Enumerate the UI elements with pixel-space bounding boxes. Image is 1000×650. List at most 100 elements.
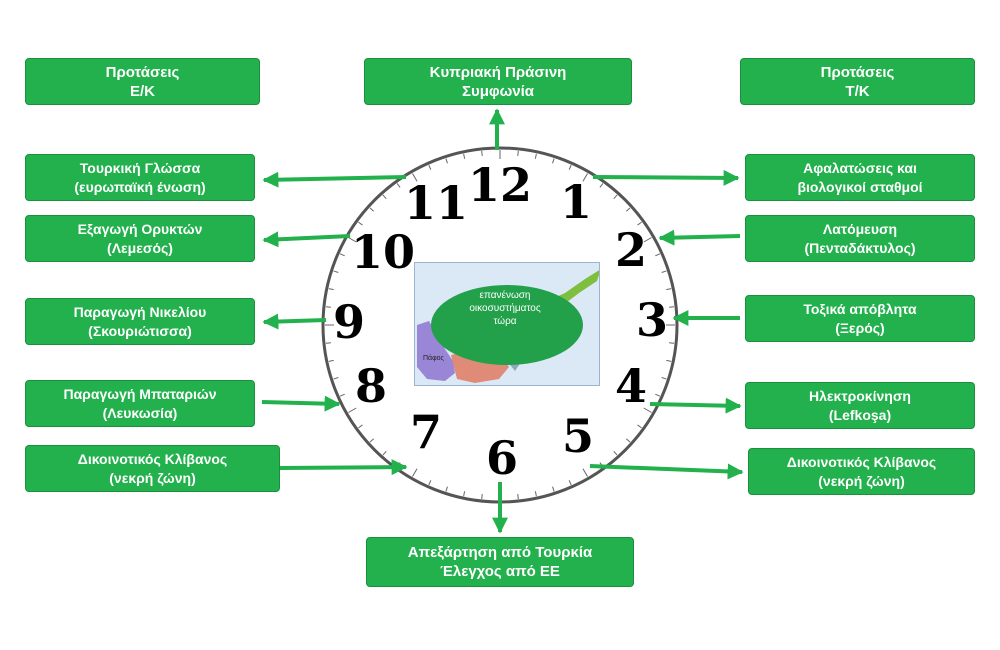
left-item-2: Εξαγωγή Ορυκτών (Λεμεσός) bbox=[25, 215, 255, 262]
map-place-label: Πάφος bbox=[423, 355, 444, 362]
clock-number-10: 10 bbox=[350, 225, 416, 279]
clock-tick bbox=[582, 173, 588, 182]
clock-tick bbox=[333, 270, 339, 273]
arrow-left-5 bbox=[279, 459, 408, 476]
map-caption: επανένωση οικοσυστήματος τώρα bbox=[443, 289, 567, 328]
header-gc-line1: Προτάσεις bbox=[105, 63, 180, 81]
clock-tick bbox=[463, 153, 466, 159]
bottom-box-line1: Απεξάρτηση από Τουρκία bbox=[407, 544, 593, 561]
bottom-box-line2: Έλεγχος από ΕΕ bbox=[440, 563, 560, 580]
clock-tick bbox=[666, 288, 672, 291]
arrow-left-1 bbox=[262, 171, 407, 188]
header-tc-proposals: Προτάσεις Τ/Κ bbox=[740, 58, 975, 105]
clock-tick bbox=[643, 407, 652, 413]
bottom-box: Απεξάρτηση από Τουρκία Έλεγχος από ΕΕ bbox=[366, 537, 634, 587]
clock-tick bbox=[412, 173, 418, 182]
clock-number-8: 8 bbox=[354, 359, 388, 413]
cyprus-map: επανένωση οικοσυστήματος τώρα Πάφος bbox=[414, 262, 600, 386]
right-item-5-line2: (νεκρή ζώνη) bbox=[818, 472, 905, 489]
clock-tick bbox=[661, 377, 667, 380]
left-item-4-line1: Παραγωγή Μπαταριών bbox=[63, 385, 217, 402]
clock-tick bbox=[463, 491, 466, 497]
connector-arrows bbox=[261, 108, 744, 534]
clock-tick bbox=[613, 194, 618, 199]
clock-tick bbox=[626, 438, 631, 443]
header-tc-line1: Προτάσεις bbox=[820, 63, 895, 81]
clock-tick bbox=[445, 158, 448, 164]
clock-number-6: 6 bbox=[485, 431, 519, 485]
left-item-3-line1: Παραγωγή Νικελίου bbox=[73, 303, 207, 320]
left-item-1-line2: (ευρωπαϊκή ένωση) bbox=[74, 178, 206, 195]
clock-tick bbox=[534, 153, 537, 159]
clock-tick bbox=[626, 207, 631, 212]
clock-tick bbox=[669, 306, 675, 308]
clock-number-12: 12 bbox=[467, 158, 533, 212]
left-item-1-line1: Τουρκική Γλώσσα bbox=[79, 159, 201, 176]
cyprus-map-shapes bbox=[417, 270, 599, 383]
clock-number-1: 1 bbox=[559, 175, 593, 229]
arrow-right-5 bbox=[589, 463, 744, 480]
clock-tick bbox=[534, 491, 537, 497]
arrow-left-4 bbox=[261, 395, 341, 412]
clock-tick bbox=[552, 158, 555, 164]
clock-number-2: 2 bbox=[614, 223, 648, 277]
clock-tick bbox=[613, 451, 618, 456]
clock-tick bbox=[661, 270, 667, 273]
header-center-line2: Συμφωνία bbox=[461, 82, 535, 100]
right-item-4: Ηλεκτροκίνηση (Lefkoşa) bbox=[745, 382, 975, 429]
clock-ticks bbox=[325, 150, 675, 500]
clock-tick bbox=[552, 486, 555, 492]
arrow-left-3 bbox=[262, 313, 327, 330]
clock-tick bbox=[637, 221, 642, 226]
clock-tick bbox=[358, 221, 363, 226]
clock-tick bbox=[382, 194, 387, 199]
clock-tick bbox=[568, 164, 572, 170]
arrow-right-1 bbox=[592, 169, 740, 186]
clock-tick bbox=[428, 480, 432, 486]
map-caption-line2: οικοσυστήματος bbox=[469, 303, 541, 314]
clock-tick bbox=[517, 150, 519, 156]
clock-tick bbox=[358, 424, 363, 429]
right-item-3-line2: (Ξερός) bbox=[835, 319, 885, 336]
clock-tick bbox=[369, 438, 374, 443]
header-gc-line2: Ε/Κ bbox=[129, 82, 155, 100]
right-item-4-line1: Ηλεκτροκίνηση bbox=[809, 387, 911, 404]
clock-tick bbox=[481, 150, 483, 156]
clock-tick bbox=[328, 288, 334, 291]
clock-tick bbox=[412, 468, 418, 477]
clock-tick bbox=[445, 486, 448, 492]
right-item-3: Τοξικά απόβλητα (Ξερός) bbox=[745, 295, 975, 342]
clock-tick bbox=[333, 377, 339, 380]
clock-tick bbox=[328, 359, 334, 362]
clock-tick bbox=[481, 494, 483, 500]
right-item-2-line1: Λατόμευση bbox=[822, 220, 898, 237]
header-gc-proposals: Προτάσεις Ε/Κ bbox=[25, 58, 260, 105]
right-item-2-line2: (Πενταδάκτυλος) bbox=[804, 239, 916, 256]
right-item-4-line2: (Lefkoşa) bbox=[828, 406, 892, 423]
left-item-5-line1: Δικοινοτικός Κλίβανος bbox=[77, 450, 228, 467]
clock-tick bbox=[655, 253, 661, 257]
clock-tick bbox=[599, 183, 604, 188]
clock-tick bbox=[655, 393, 661, 397]
map-caption-line3: τώρα bbox=[493, 316, 517, 327]
clock-number-9: 9 bbox=[332, 295, 366, 349]
left-item-3: Παραγωγή Νικελίου (Σκουριώτισσα) bbox=[25, 298, 255, 345]
header-green-agreement: Κυπριακή Πράσινη Συμφωνία bbox=[364, 58, 632, 105]
map-caption-line1: επανένωση bbox=[479, 290, 531, 301]
left-item-2-line2: (Λεμεσός) bbox=[107, 239, 173, 256]
left-item-1: Τουρκική Γλώσσα (ευρωπαϊκή ένωση) bbox=[25, 154, 255, 201]
right-item-5: Δικοινοτικός Κλίβανος (νεκρή ζώνη) bbox=[748, 448, 975, 495]
clock-tick bbox=[325, 342, 331, 344]
clock-tick bbox=[396, 183, 401, 188]
clock-tick bbox=[669, 342, 675, 344]
clock-tick bbox=[382, 451, 387, 456]
right-item-1: Αφαλατώσεις και βιολογικοί σταθμοί bbox=[745, 154, 975, 201]
right-item-1-line2: βιολογικοί σταθμοί bbox=[797, 178, 923, 195]
clock-tick bbox=[428, 164, 432, 170]
left-item-3-line2: (Σκουριώτισσα) bbox=[88, 322, 192, 339]
clock-number-11: 11 bbox=[403, 176, 469, 230]
left-item-4: Παραγωγή Μπαταριών (Λευκωσία) bbox=[25, 380, 255, 427]
clock-number-4: 4 bbox=[614, 359, 648, 413]
left-item-4-line2: (Λευκωσία) bbox=[102, 404, 178, 421]
clock-tick bbox=[666, 359, 672, 362]
